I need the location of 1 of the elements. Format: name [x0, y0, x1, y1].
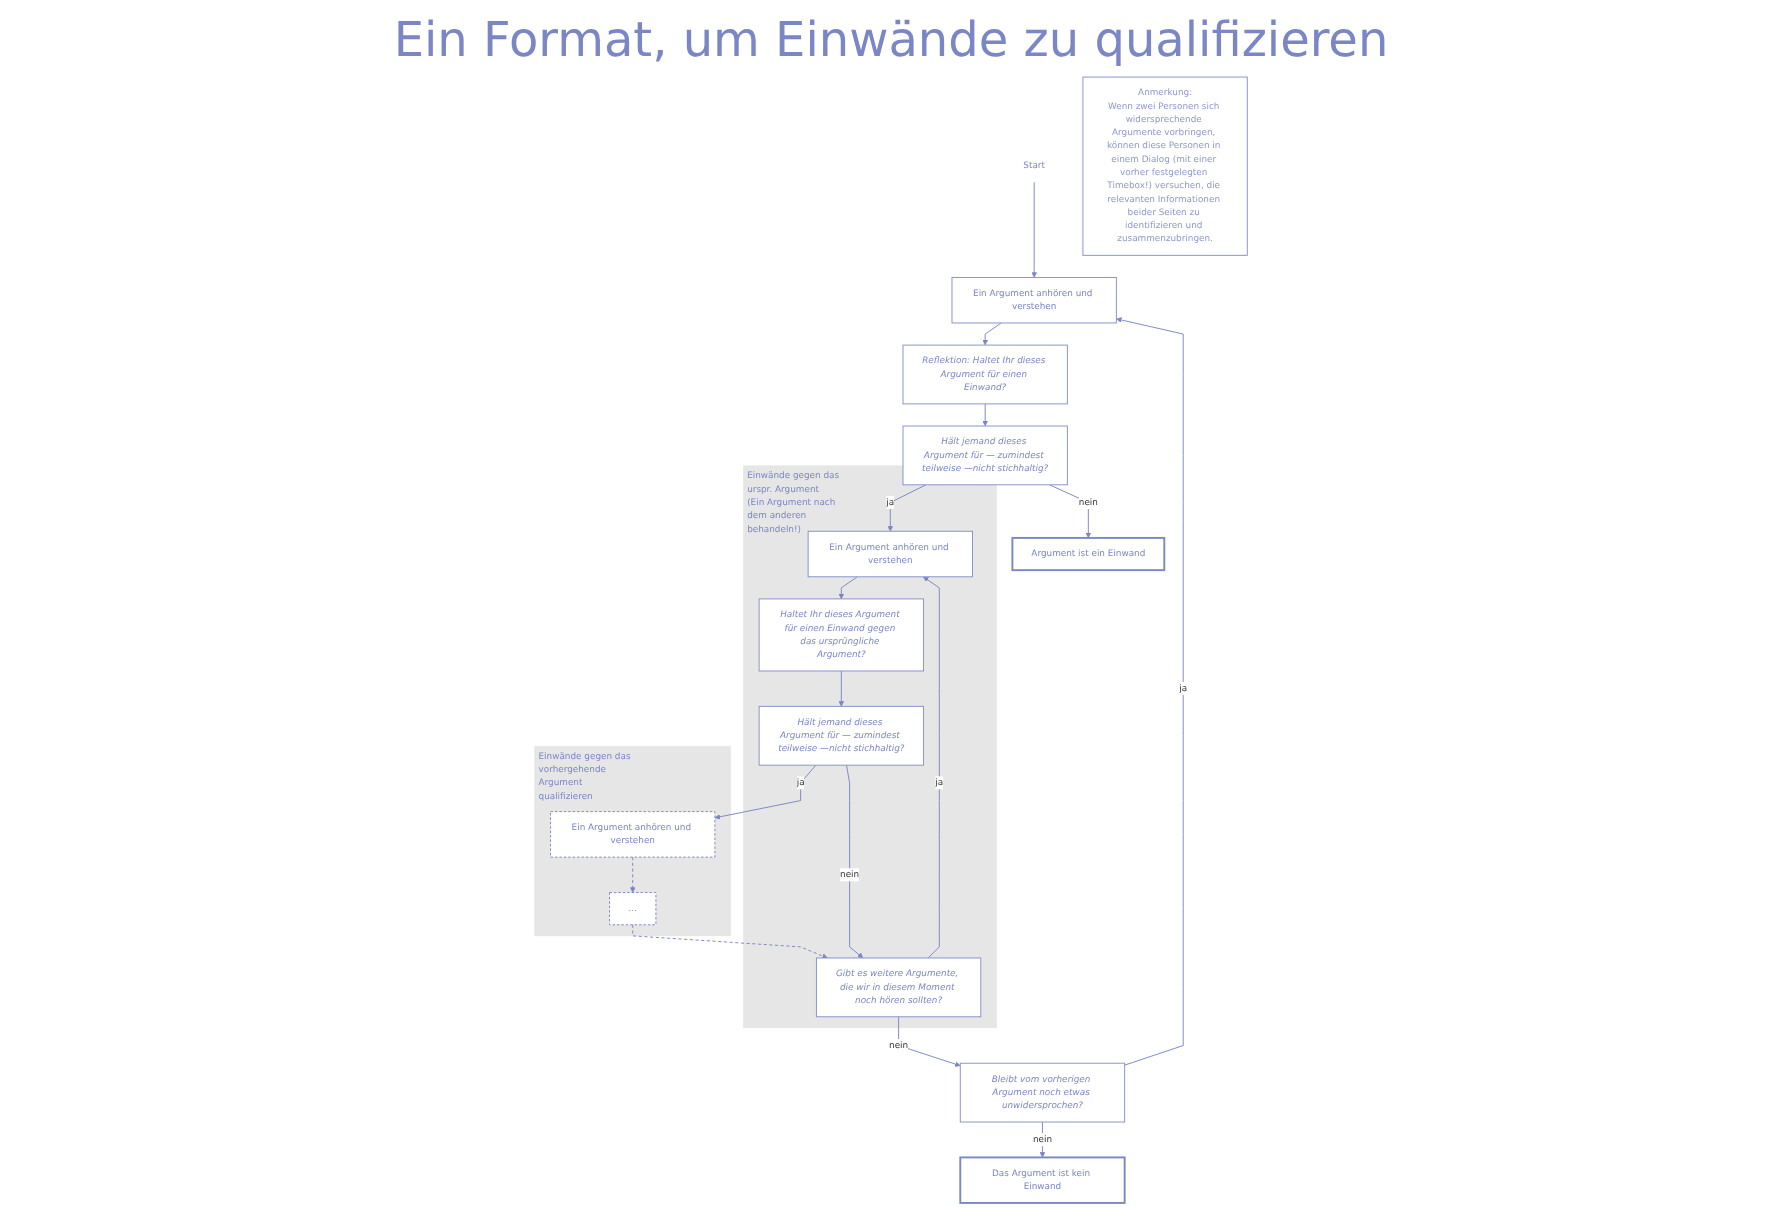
diagram-title: Ein Format, um Einwände zu qualifizieren: [393, 12, 1389, 68]
